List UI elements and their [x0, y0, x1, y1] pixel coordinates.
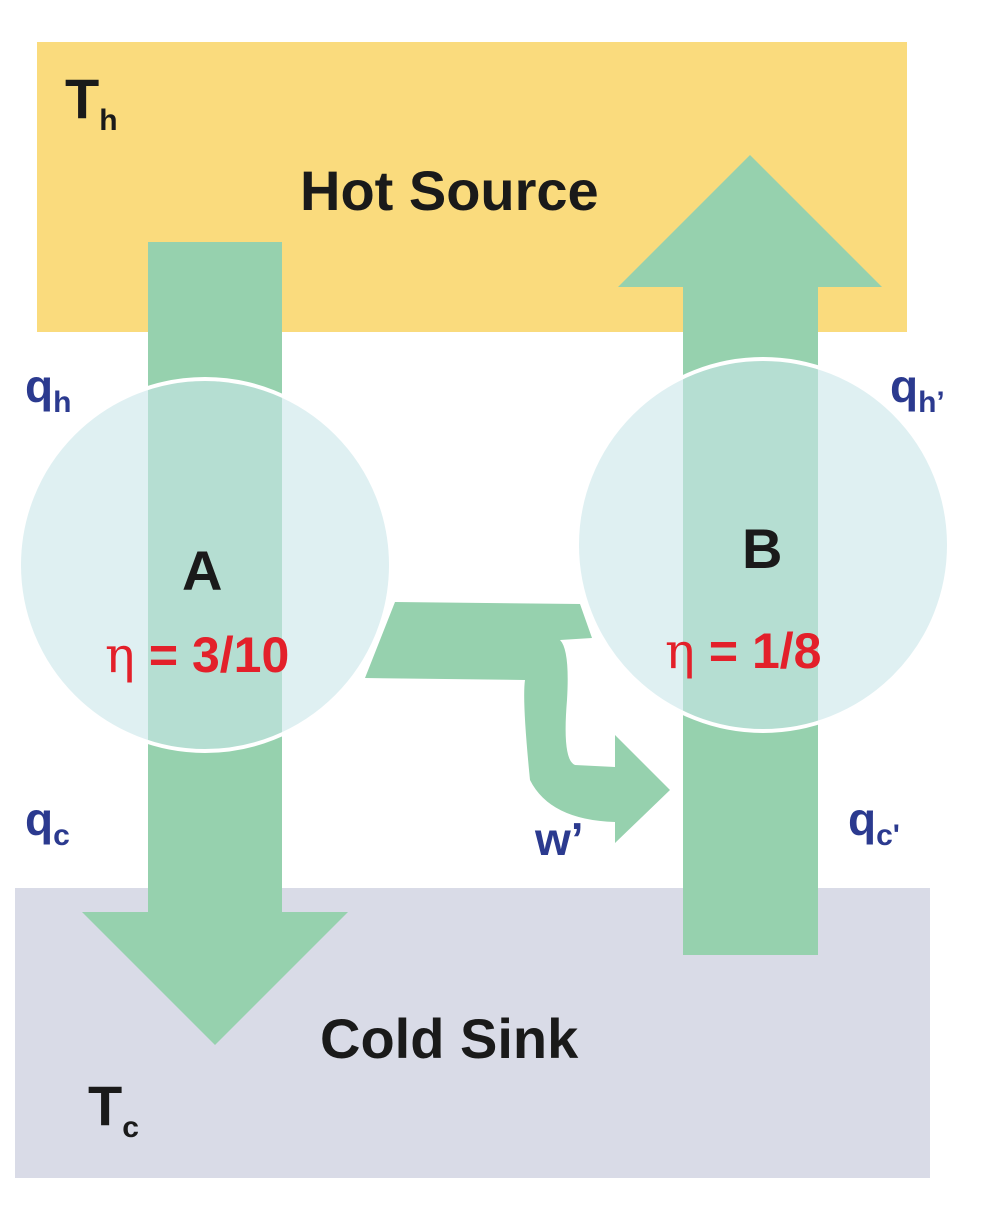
- cold-sink-label: Cold Sink: [320, 1007, 579, 1070]
- cold-temp-label: Tc: [88, 1074, 139, 1144]
- qh-label: qh: [25, 360, 71, 419]
- engine-a-circle: [17, 377, 393, 753]
- qc-label: qc: [25, 793, 70, 852]
- hot-source-label: Hot Source: [300, 159, 599, 222]
- engine-b-efficiency: η = 1/8: [665, 622, 821, 680]
- engine-a-label: A: [182, 539, 222, 602]
- hot-temp-label: Th: [65, 67, 118, 137]
- qh-prime-label: qh’: [890, 360, 945, 419]
- qc-prime-label: qc': [848, 793, 900, 852]
- engine-b-circle: [575, 357, 951, 733]
- engine-b-label: B: [742, 517, 782, 580]
- work-label: w’: [534, 813, 584, 865]
- engine-a-efficiency: η = 3/10: [105, 626, 289, 684]
- work-arrow: [365, 602, 670, 843]
